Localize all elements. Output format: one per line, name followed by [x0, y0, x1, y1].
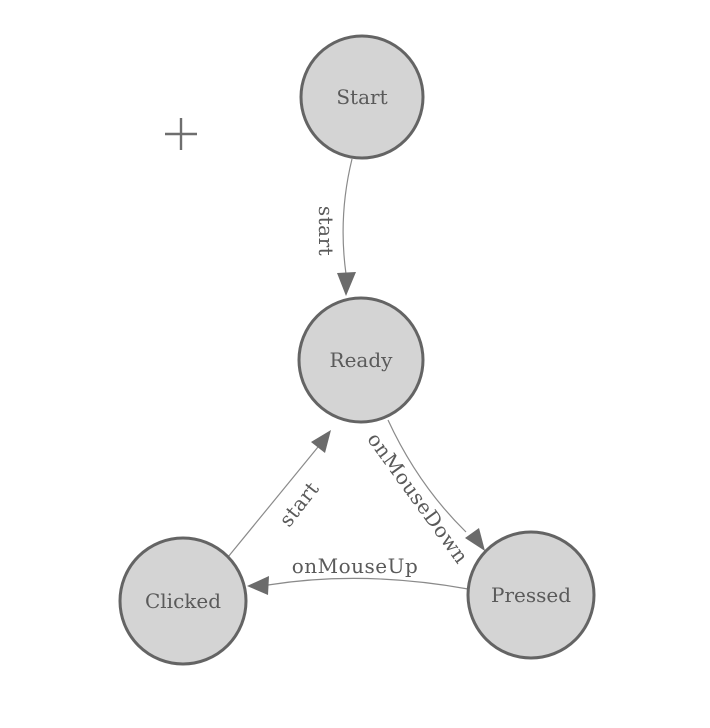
edge-ready-to-pressed[interactable]: onMouseDown — [362, 419, 485, 568]
edge-label: onMouseUp — [292, 554, 419, 578]
plus-crosshair-icon — [165, 118, 197, 150]
node-circle[interactable] — [297, 296, 425, 424]
edge-label: start — [274, 477, 324, 531]
edge-path[interactable] — [342, 158, 353, 275]
node-circle[interactable] — [299, 34, 425, 160]
state-node-clicked[interactable]: Clicked — [118, 536, 248, 666]
node-circle[interactable] — [466, 530, 596, 660]
edge-label: onMouseDown — [362, 428, 473, 568]
state-node-start[interactable]: Start — [299, 34, 425, 160]
edge-pressed-to-clicked[interactable]: onMouseUp — [247, 554, 469, 595]
arrowhead-icon — [247, 576, 269, 595]
arrowhead-icon — [465, 528, 485, 551]
edge-label: start — [314, 206, 338, 256]
state-node-pressed[interactable]: Pressed — [466, 530, 596, 660]
edge-path[interactable] — [267, 577, 469, 590]
edge-path[interactable] — [227, 446, 319, 558]
arrowhead-icon — [337, 272, 356, 296]
edge-start-to-ready[interactable]: start — [314, 158, 356, 296]
state-node-ready[interactable]: Ready — [297, 296, 425, 424]
edge-path[interactable] — [387, 419, 467, 533]
arrowhead-icon — [311, 430, 331, 453]
node-circle[interactable] — [118, 536, 248, 666]
edge-clicked-to-ready[interactable]: start — [227, 430, 331, 558]
